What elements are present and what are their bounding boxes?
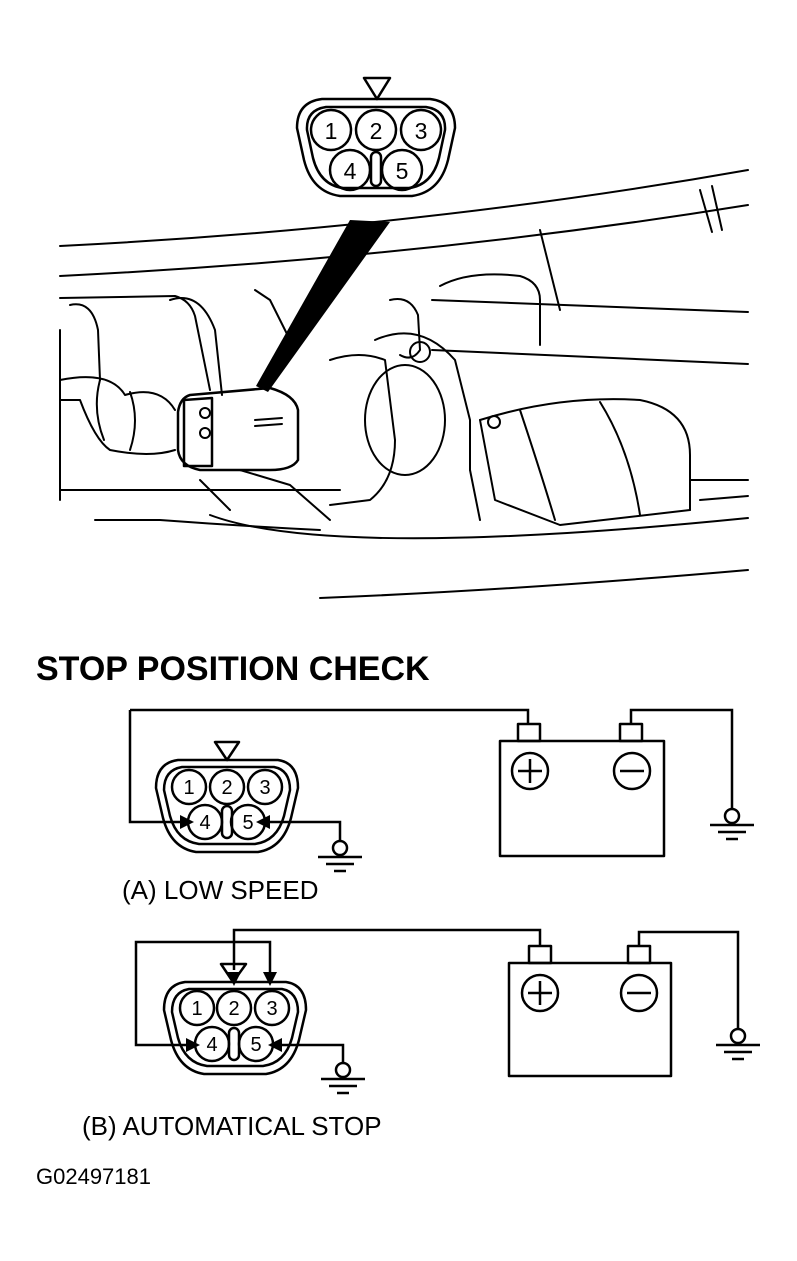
svg-text:5: 5 <box>396 158 409 184</box>
arrow-to-pin-3-b <box>263 972 277 986</box>
ground-icon <box>716 1027 760 1061</box>
caption-low-speed: (A) LOW SPEED <box>122 875 318 905</box>
svg-text:3: 3 <box>259 777 270 799</box>
pin-marker-icon <box>213 740 241 762</box>
svg-text:5: 5 <box>250 1034 261 1056</box>
pin-3: 3 <box>399 108 443 152</box>
pin-a-1: 1 <box>170 768 208 806</box>
wire-ground-a <box>262 820 342 842</box>
wire-negative-a <box>629 708 734 810</box>
connector-closeup: 1 2 3 4 5 <box>295 76 457 198</box>
pin-marker-icon <box>219 962 248 984</box>
svg-text:3: 3 <box>266 998 277 1020</box>
callout-pointer <box>256 220 390 392</box>
wire-negative-b <box>637 930 740 1030</box>
connector-outer-shell <box>295 97 457 198</box>
ground-icon <box>710 807 754 841</box>
battery-b <box>507 944 673 1078</box>
wire-jumper-b <box>134 940 272 1047</box>
svg-text:2: 2 <box>370 118 383 144</box>
minus-circle-icon <box>619 973 659 1013</box>
engine-bay-illustration <box>59 169 749 599</box>
svg-text:1: 1 <box>191 998 202 1020</box>
pin-2: 2 <box>354 108 398 152</box>
section-title: STOP POSITION CHECK <box>36 650 430 688</box>
pin-5: 5 <box>380 148 424 192</box>
arrow-to-pin-5-b <box>268 1038 282 1052</box>
svg-text:1: 1 <box>325 118 338 144</box>
ground-icon <box>321 1061 365 1095</box>
wire-positive-b <box>232 928 542 970</box>
circuit-b-automatical-stop: 1 2 3 4 5 <box>82 928 760 1141</box>
svg-text:3: 3 <box>415 118 428 144</box>
plus-circle-icon <box>520 973 560 1013</box>
pin-a-2: 2 <box>208 768 246 806</box>
pin-b-3: 3 <box>253 989 291 1027</box>
minus-circle-icon <box>612 751 652 791</box>
svg-text:2: 2 <box>221 777 232 799</box>
connector-key-slot <box>369 150 383 188</box>
pin-b-4: 4 <box>193 1025 231 1063</box>
svg-text:2: 2 <box>228 998 239 1020</box>
pin-b-2: 2 <box>215 989 253 1027</box>
svg-text:4: 4 <box>344 158 357 184</box>
caption-automatical-stop: (B) AUTOMATICAL STOP <box>82 1111 382 1141</box>
arrow-to-pin-4-b <box>186 1038 200 1052</box>
pin-4: 4 <box>328 148 372 192</box>
circuit-a-low-speed: 1 2 3 4 5 <box>122 708 754 905</box>
pin-1: 1 <box>309 108 353 152</box>
battery-a <box>498 722 666 858</box>
wire-positive-a-down <box>128 710 182 824</box>
wire-positive-a <box>130 708 530 724</box>
pin-b-1: 1 <box>178 989 216 1027</box>
svg-text:4: 4 <box>206 1034 217 1056</box>
svg-text:5: 5 <box>242 812 253 834</box>
pin-a-3: 3 <box>246 768 284 806</box>
pin-b-5: 5 <box>237 1025 275 1063</box>
arrow-to-pin-5-a <box>256 815 270 829</box>
figure-code: G02497181 <box>36 1164 151 1189</box>
svg-text:1: 1 <box>183 777 194 799</box>
plus-circle-icon <box>510 751 550 791</box>
svg-text:4: 4 <box>199 812 210 834</box>
ground-icon <box>318 839 362 873</box>
pin-marker-icon <box>362 76 392 101</box>
